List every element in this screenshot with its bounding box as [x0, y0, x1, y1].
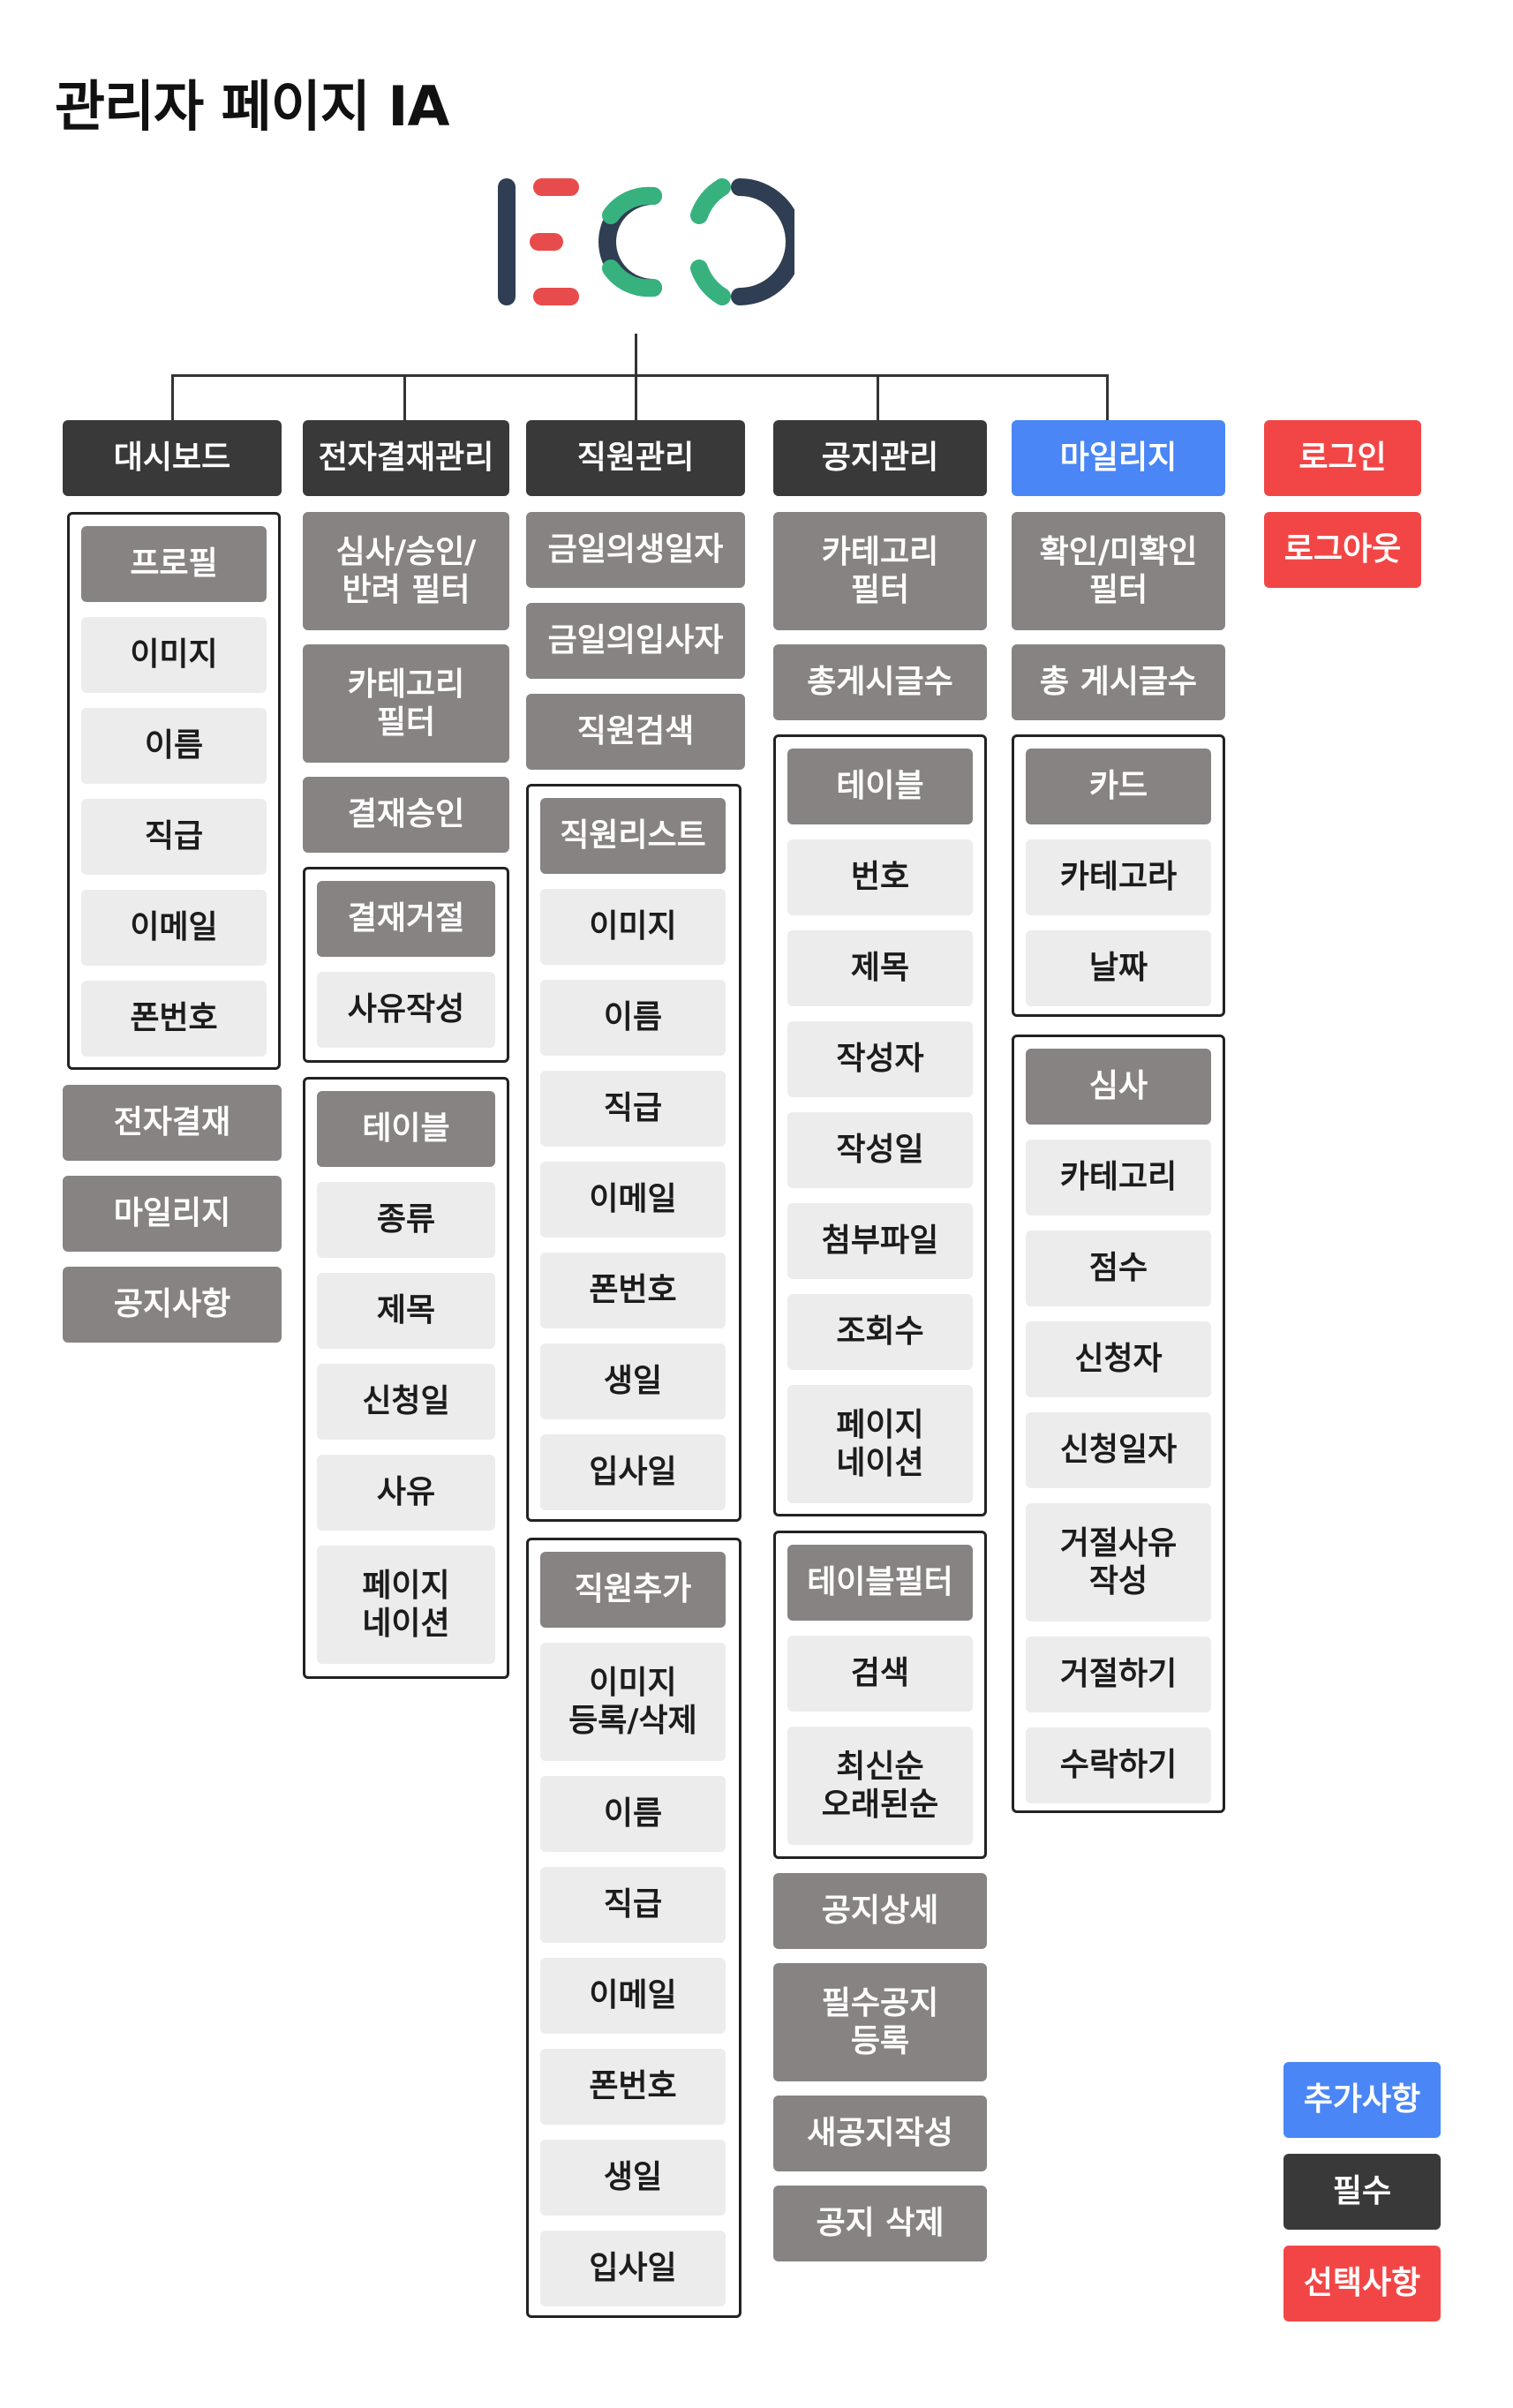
staff-search: 직원검색	[526, 694, 745, 770]
notice-table-group	[773, 734, 987, 1516]
header-staff[interactable]: 직원관리	[526, 420, 745, 496]
list-item: 폰번호	[540, 1253, 726, 1328]
list-item: 종류	[317, 1182, 495, 1258]
notice-delete: 공지 삭제	[773, 2186, 987, 2261]
list-item: 검색	[787, 1636, 973, 1712]
list-item: 이름	[540, 1776, 726, 1852]
approval-status-filter: 심사/승인/ 반려 필터	[303, 512, 509, 630]
group-title-tablefilter: 테이블필터	[787, 1545, 973, 1621]
group-title-profile: 프로필	[81, 526, 267, 602]
notice-tablefilter-group	[773, 1531, 987, 1859]
group-title-staff-add: 직원추가	[540, 1552, 726, 1628]
group-title-reject: 결재거절	[317, 881, 495, 957]
list-item: 입사일	[540, 2231, 726, 2306]
list-item: 거절하기	[1026, 1637, 1211, 1712]
list-item: 카테고리	[1026, 1140, 1211, 1215]
connector-stem	[635, 334, 637, 376]
list-item: 작성자	[787, 1021, 973, 1097]
list-item: 조회수	[787, 1294, 973, 1370]
list-item: 이미지	[81, 617, 267, 693]
list-item: 신청일	[317, 1364, 495, 1440]
list-item: 신청일자	[1026, 1412, 1211, 1488]
list-item: 작성일	[787, 1112, 973, 1188]
list-item: 페이지 네이션	[317, 1546, 495, 1664]
mileage-review-group	[1012, 1035, 1225, 1813]
group-title-review: 심사	[1026, 1049, 1211, 1125]
notice-pinned-register: 필수공지 등록	[773, 1963, 987, 2081]
list-item: 날짜	[1026, 930, 1211, 1006]
list-item: 사유작성	[317, 972, 495, 1048]
staff-add-group	[526, 1538, 741, 2318]
connector-drop	[403, 374, 406, 420]
list-item: 직급	[81, 799, 267, 875]
mileage-confirm-filter: 확인/미확인 필터	[1012, 512, 1225, 630]
list-item: 이미지	[540, 889, 726, 965]
list-item: 신청자	[1026, 1321, 1211, 1397]
notice-total-count: 총게시글수	[773, 644, 987, 720]
list-item: 제목	[317, 1273, 495, 1349]
mileage-card-group	[1012, 734, 1225, 1017]
header-mileage[interactable]: 마일리지	[1012, 420, 1225, 496]
staff-birthday-today: 금일의생일자	[526, 512, 745, 588]
connector-drop	[1106, 374, 1109, 420]
connector-drop	[171, 374, 174, 420]
notice-category-filter: 카테고리 필터	[773, 512, 987, 630]
list-item: 점수	[1026, 1230, 1211, 1306]
list-item: 번호	[787, 839, 973, 915]
list-item: 이메일	[81, 890, 267, 966]
list-item: 이름	[81, 708, 267, 784]
legend-required: 필수	[1283, 2154, 1441, 2230]
approval-table-group	[303, 1077, 509, 1679]
eco-logo-icon	[498, 178, 794, 305]
group-title-table: 테이블	[787, 749, 973, 824]
menu-item-mileage: 마일리지	[63, 1176, 282, 1252]
header-notice[interactable]: 공지관리	[773, 420, 987, 496]
list-item: 직급	[540, 1867, 726, 1943]
list-item: 최신순 오래된순	[787, 1727, 973, 1845]
header-dashboard[interactable]: 대시보드	[63, 420, 282, 496]
staff-joined-today: 금일의입사자	[526, 603, 745, 679]
list-item: 카테고라	[1026, 839, 1211, 915]
approval-approve: 결재승인	[303, 777, 509, 853]
list-item: 입사일	[540, 1434, 726, 1510]
list-item: 직급	[540, 1071, 726, 1147]
connector-drop	[635, 374, 637, 420]
page-title: 관리자 페이지 IA	[55, 74, 449, 139]
logout-button[interactable]: 로그아웃	[1264, 512, 1421, 588]
list-item: 이미지 등록/삭제	[540, 1643, 726, 1761]
legend-optional: 추가사항	[1283, 2062, 1441, 2138]
list-item: 이메일	[540, 1958, 726, 2034]
profile-group	[67, 512, 281, 1070]
list-item: 페이지 네이션	[787, 1385, 973, 1503]
notice-detail: 공지상세	[773, 1873, 987, 1949]
group-title-card: 카드	[1026, 749, 1211, 824]
group-title-staff-list: 직원리스트	[540, 798, 726, 874]
connector-drop	[877, 374, 879, 420]
header-approval[interactable]: 전자결재관리	[303, 420, 509, 496]
reject-group	[303, 867, 509, 1063]
list-item: 폰번호	[540, 2049, 726, 2125]
list-item: 생일	[540, 1343, 726, 1419]
list-item: 첨부파일	[787, 1203, 973, 1279]
list-item: 생일	[540, 2140, 726, 2216]
mileage-total-count: 총 게시글수	[1012, 644, 1225, 720]
notice-new-write: 새공지작성	[773, 2096, 987, 2171]
list-item: 폰번호	[81, 981, 267, 1057]
group-title-table: 테이블	[317, 1091, 495, 1167]
connector-bar	[171, 374, 1107, 377]
menu-item-notice: 공지사항	[63, 1267, 282, 1343]
list-item: 수락하기	[1026, 1727, 1211, 1803]
menu-item-approval: 전자결재	[63, 1085, 282, 1161]
list-item: 이메일	[540, 1162, 726, 1238]
list-item: 거절사유 작성	[1026, 1503, 1211, 1622]
list-item: 제목	[787, 930, 973, 1006]
staff-list-group	[526, 784, 741, 1522]
list-item: 사유	[317, 1455, 495, 1531]
list-item: 이름	[540, 980, 726, 1056]
approval-category-filter: 카테고리 필터	[303, 644, 509, 763]
legend-selected: 선택사항	[1283, 2246, 1441, 2321]
login-button[interactable]: 로그인	[1264, 420, 1421, 496]
